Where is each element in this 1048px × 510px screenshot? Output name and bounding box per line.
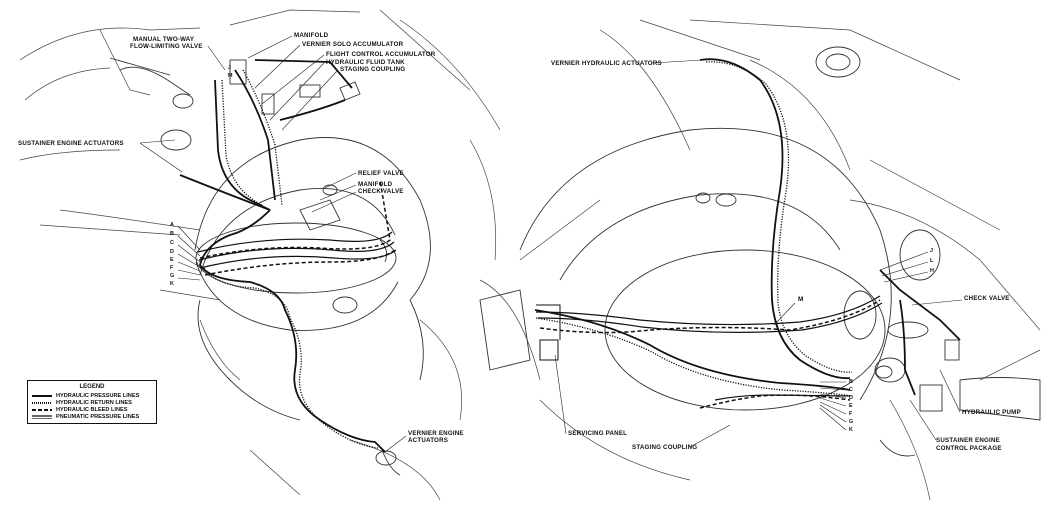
right-return-lines xyxy=(535,61,853,397)
right-pressure-lines xyxy=(534,58,961,396)
servicing-panel-block xyxy=(536,304,561,361)
letter-l-right: L xyxy=(930,258,934,264)
label-manual-valve-line1: MANUAL TWO-WAY xyxy=(133,36,195,43)
label-vernier-engine-line1: VERNIER ENGINE xyxy=(408,430,464,437)
letter-k-right: K xyxy=(849,427,853,433)
right-airframe-structure xyxy=(479,19,1041,501)
left-return-lines xyxy=(203,69,379,449)
label-relief-valve: RELIEF VALVE xyxy=(358,170,404,177)
right-ring-lines xyxy=(535,295,883,401)
legend-label: HYDRAULIC RETURN LINES xyxy=(56,400,132,406)
label-staging-coupling-left: STAGING COUPLING xyxy=(340,66,406,73)
letter-b: B xyxy=(170,231,174,237)
letter-g: G xyxy=(170,273,175,279)
left-pressure-lines xyxy=(179,59,386,453)
right-bleed-lines xyxy=(539,299,881,409)
letter-e-right: E xyxy=(849,403,853,409)
letter-d: D xyxy=(170,249,174,255)
label-sustainer-package-line2: CONTROL PACKAGE xyxy=(936,445,1002,452)
label-hydraulic-fluid-tank: HYDRAULIC FLUID TANK xyxy=(326,59,405,66)
letter-c: C xyxy=(170,240,174,246)
letter-b-right: B xyxy=(849,379,853,385)
left-ring-lines xyxy=(197,231,397,269)
letter-f: F xyxy=(170,265,174,271)
right-leader-lines xyxy=(554,59,963,448)
label-hydraulic-pump: HYDRAULIC PUMP xyxy=(962,409,1021,416)
label-manual-valve-line2: FLOW-LIMITING VALVE xyxy=(130,43,203,50)
right-engine-structure xyxy=(479,46,1041,457)
letter-c-right: C xyxy=(849,387,853,393)
letter-a: A xyxy=(170,222,174,228)
legend-label: HYDRAULIC PRESSURE LINES xyxy=(56,393,140,399)
legend-item-bleed: HYDRAULIC BLEED LINES xyxy=(32,407,154,414)
label-vernier-engine-line2: ACTUATORS xyxy=(408,437,449,444)
legend-swatch-dotted xyxy=(32,402,52,404)
legend-item-pressure: HYDRAULIC PRESSURE LINES xyxy=(32,393,154,400)
letter-k: K xyxy=(170,281,174,287)
left-airframe-structure xyxy=(19,9,501,501)
label-vernier-hydraulic-actuators: VERNIER HYDRAULIC ACTUATORS xyxy=(551,60,662,67)
letter-j-right: J xyxy=(930,248,933,254)
legend-item-pneumatic: PNEUMATIC PRESSURE LINES xyxy=(32,414,154,421)
letter-f-right: F xyxy=(849,411,853,417)
legend-label: HYDRAULIC BLEED LINES xyxy=(56,407,128,413)
left-leader-lines xyxy=(139,35,407,453)
label-manifold-mid: MANIFOLD xyxy=(358,181,393,188)
legend-swatch-dashed xyxy=(32,409,52,411)
legend-swatch-double xyxy=(32,415,52,419)
label-manifold-top: MANIFOLD xyxy=(294,32,329,39)
legend-swatch-solid xyxy=(32,395,52,397)
label-check-valve-left: CHECK VALVE xyxy=(358,188,404,195)
label-sustainer-package-line1: SUSTAINER ENGINE xyxy=(936,437,1000,444)
letter-d-right: D xyxy=(849,395,853,401)
label-check-valve-right: CHECK VALVE xyxy=(964,295,1010,302)
legend-label: PNEUMATIC PRESSURE LINES xyxy=(56,414,140,420)
legend-box: LEGEND HYDRAULIC PRESSURE LINES HYDRAULI… xyxy=(27,380,157,424)
letter-e: E xyxy=(170,257,174,263)
letter-m-left: M xyxy=(228,73,233,79)
label-vernier-solo-accumulator: VERNIER SOLO ACCUMULATOR xyxy=(302,41,404,48)
letter-m-right: M xyxy=(798,296,804,303)
letter-j-left: J xyxy=(228,65,231,71)
legend-item-return: HYDRAULIC RETURN LINES xyxy=(32,400,154,407)
letter-h-right: H xyxy=(930,268,934,274)
label-sustainer-engine-actuators: SUSTAINER ENGINE ACTUATORS xyxy=(18,140,124,147)
legend-title: LEGEND xyxy=(79,384,105,390)
letter-g-right: G xyxy=(849,419,854,425)
label-staging-coupling-right: STAGING COUPLING xyxy=(632,444,698,451)
left-engine-bell xyxy=(109,57,431,476)
label-flight-control-accumulator: FLIGHT CONTROL ACCUMULATOR xyxy=(326,51,436,58)
label-servicing-panel: SERVICING PANEL xyxy=(568,430,628,437)
